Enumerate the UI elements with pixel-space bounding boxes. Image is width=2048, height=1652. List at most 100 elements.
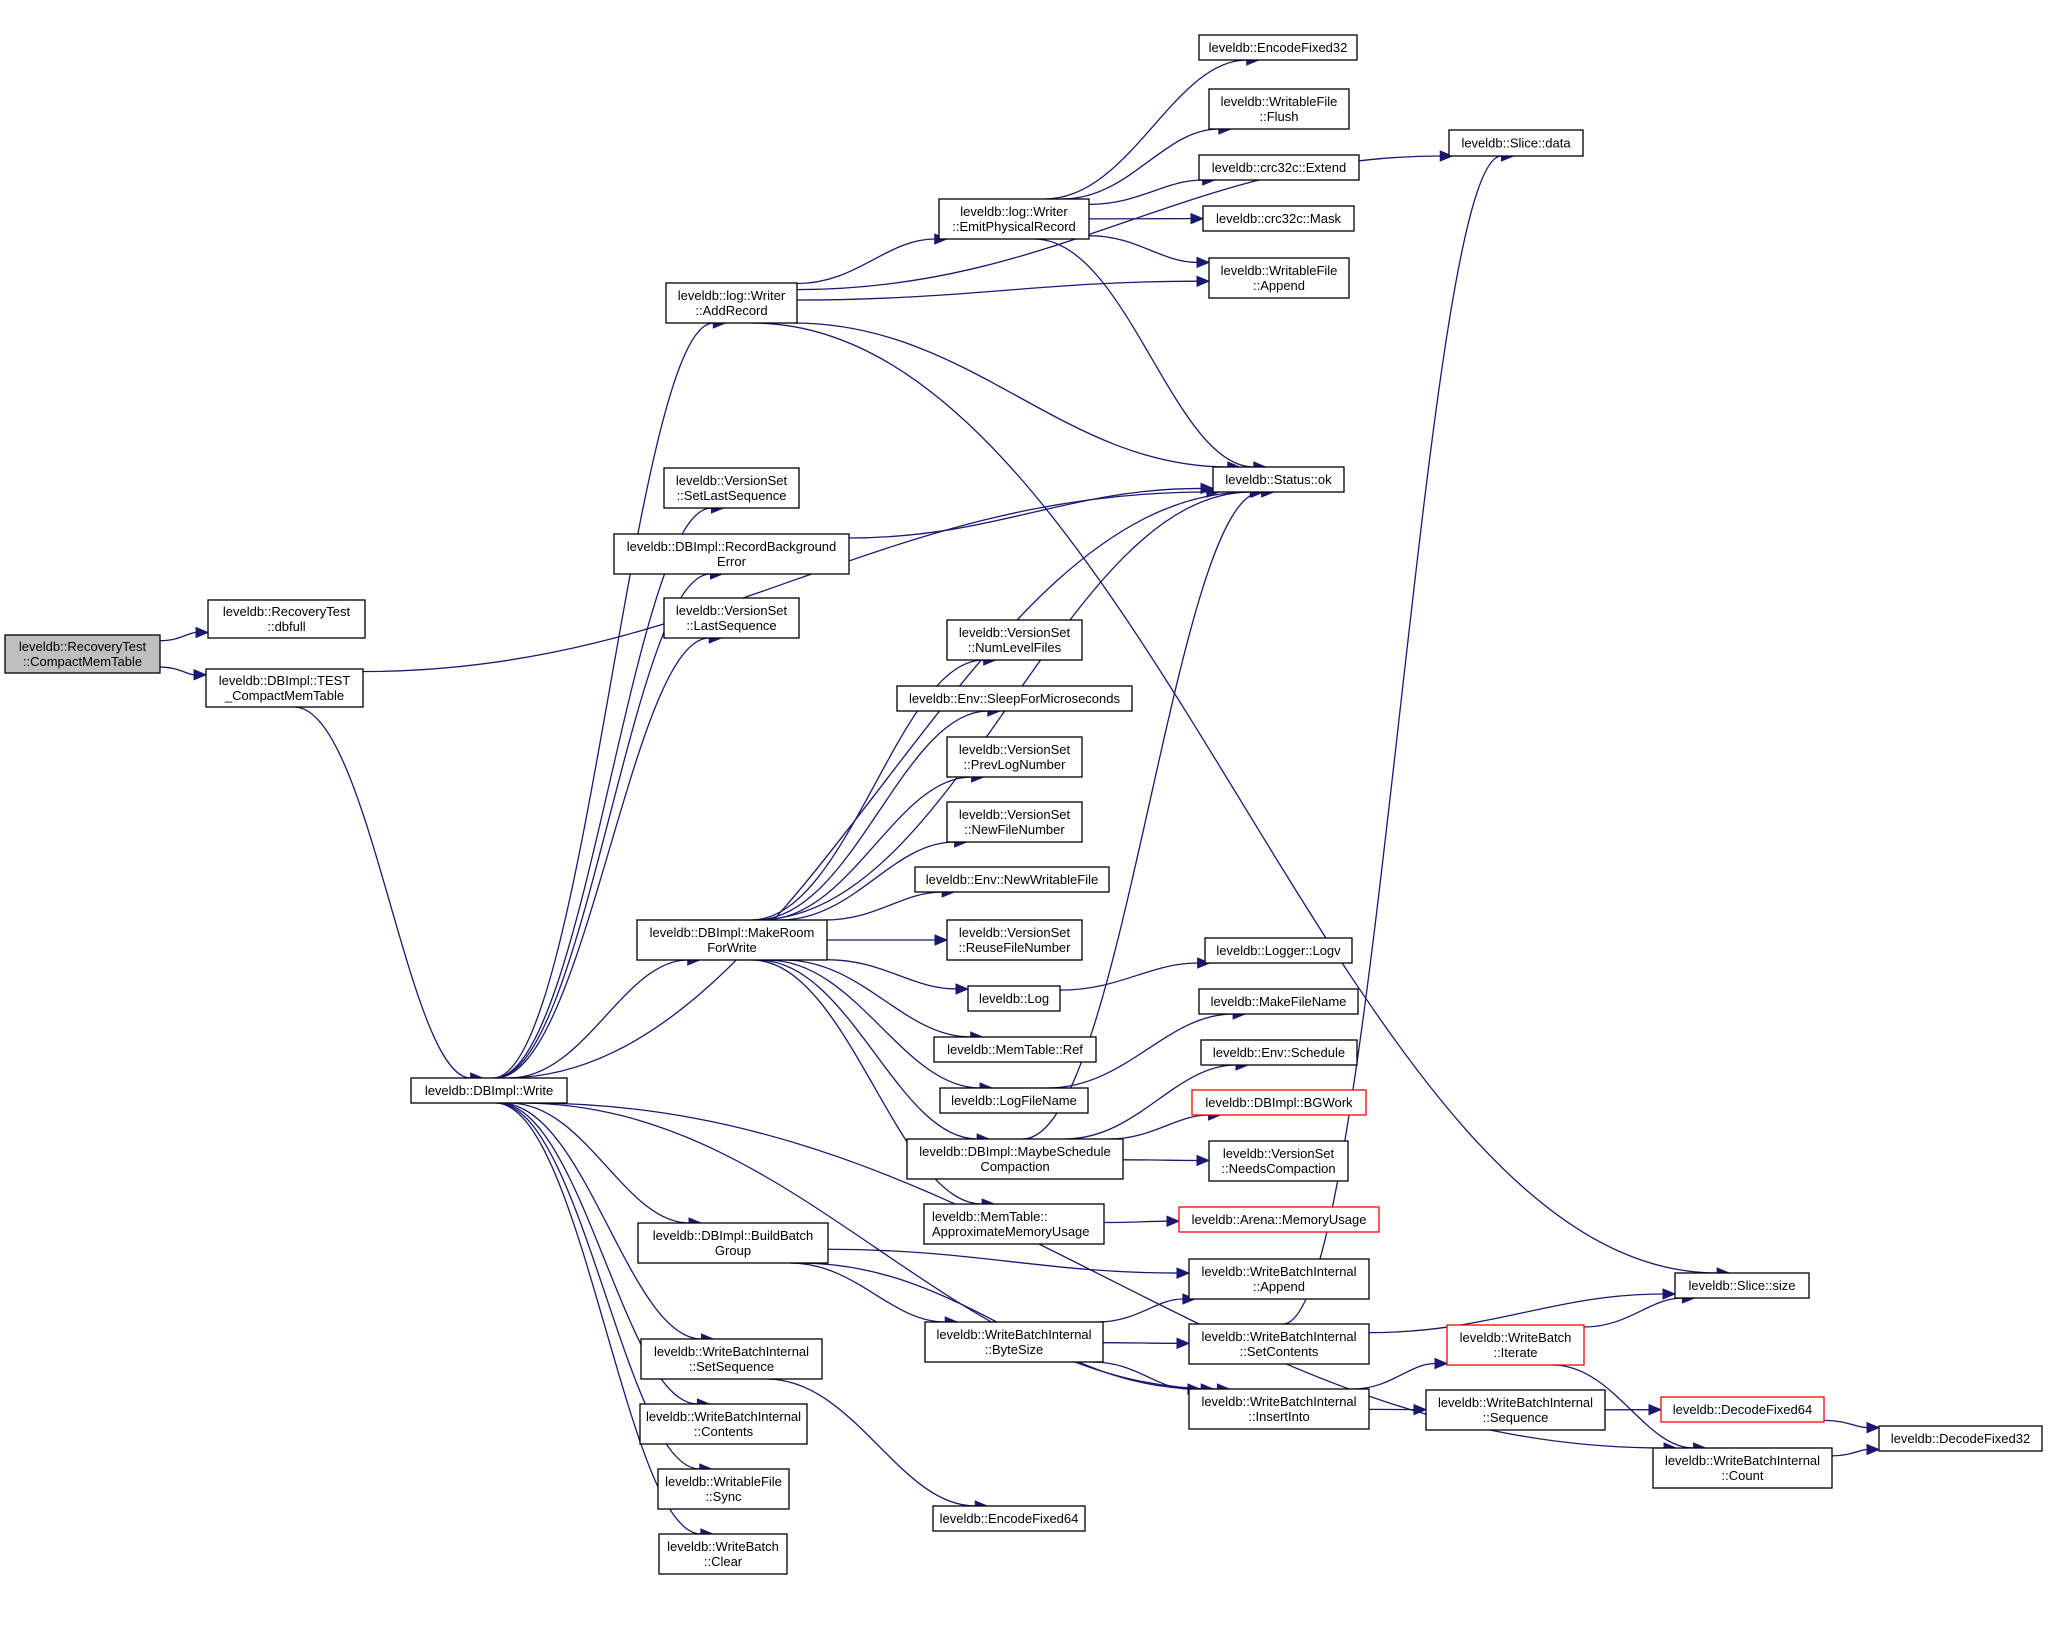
node-encode64[interactable]: leveldb::EncodeFixed64 bbox=[932, 1505, 1086, 1532]
node-box bbox=[946, 919, 1083, 961]
node-contents[interactable]: leveldb::WriteBatchInternal::Contents bbox=[639, 1403, 808, 1445]
node-log[interactable]: leveldb::Log bbox=[967, 985, 1061, 1012]
edge-line bbox=[1098, 1298, 1183, 1323]
node-addrecord[interactable]: leveldb::log::Writer::AddRecord bbox=[665, 282, 798, 324]
node-decode32[interactable]: leveldb::DecodeFixed32 bbox=[1878, 1425, 2043, 1452]
node-label: leveldb::WritableFile bbox=[1221, 94, 1338, 109]
node-label: ::LastSequence bbox=[686, 618, 776, 633]
node-label: ::EmitPhysicalRecord bbox=[952, 219, 1076, 234]
node-emitphys[interactable]: leveldb::log::Writer::EmitPhysicalRecord bbox=[938, 198, 1090, 240]
node-test_compact[interactable]: leveldb::DBImpl::TEST_CompactMemTable bbox=[205, 668, 364, 708]
edge-recordbg-to-statusok bbox=[848, 482, 1215, 539]
node-box bbox=[1674, 1272, 1810, 1299]
node-setsequence[interactable]: leveldb::WriteBatchInternal::SetSequence bbox=[640, 1338, 823, 1380]
node-iterate[interactable]: leveldb::WriteBatch::Iterate bbox=[1446, 1324, 1585, 1366]
node-statusok[interactable]: leveldb::Status::ok bbox=[1212, 466, 1345, 493]
edge-line bbox=[762, 776, 972, 921]
edge-addrecord-to-slicesize bbox=[752, 322, 1731, 1279]
node-label: leveldb::MakeFileName bbox=[1211, 994, 1347, 1009]
node-schedule[interactable]: leveldb::Env::Schedule bbox=[1200, 1039, 1358, 1066]
node-box bbox=[923, 1203, 1105, 1245]
node-label: leveldb::WritableFile bbox=[665, 1474, 782, 1489]
node-numlevel[interactable]: leveldb::VersionSet::NumLevelFiles bbox=[946, 619, 1083, 661]
node-sync[interactable]: leveldb::WritableFile::Sync bbox=[657, 1468, 790, 1510]
node-wbappend[interactable]: leveldb::WriteBatchInternal::Append bbox=[1188, 1258, 1370, 1300]
node-box bbox=[1188, 1388, 1370, 1430]
node-newwritable[interactable]: leveldb::Env::NewWritableFile bbox=[914, 866, 1110, 893]
node-label: ::NeedsCompaction bbox=[1221, 1161, 1335, 1176]
node-root: leveldb::RecoveryTest::CompactMemTable bbox=[4, 634, 161, 674]
node-label: leveldb::DBImpl::BuildBatch bbox=[653, 1228, 813, 1243]
edge-write-to-setlastseq bbox=[494, 502, 725, 1079]
node-makefilename[interactable]: leveldb::MakeFileName bbox=[1198, 988, 1359, 1015]
node-count[interactable]: leveldb::WriteBatchInternal::Count bbox=[1652, 1447, 1833, 1489]
edge-root-to-dbfull bbox=[159, 626, 210, 642]
node-memref[interactable]: leveldb::MemTable::Ref bbox=[933, 1036, 1097, 1063]
node-label: leveldb::MemTable::Ref bbox=[947, 1042, 1083, 1057]
node-setcontents[interactable]: leveldb::WriteBatchInternal::SetContents bbox=[1188, 1323, 1370, 1365]
node-label: leveldb::log::Writer bbox=[960, 204, 1068, 219]
arrowhead-icon bbox=[1866, 1421, 1881, 1434]
node-prevlog[interactable]: leveldb::VersionSet::PrevLogNumber bbox=[946, 736, 1083, 778]
node-label: leveldb::DecodeFixed32 bbox=[1891, 1431, 2030, 1446]
node-sequence[interactable]: leveldb::WriteBatchInternal::Sequence bbox=[1425, 1389, 1606, 1431]
node-newfile[interactable]: leveldb::VersionSet::NewFileNumber bbox=[946, 801, 1083, 843]
node-approxmem[interactable]: leveldb::MemTable::ApproximateMemoryUsag… bbox=[923, 1203, 1105, 1245]
node-sleep[interactable]: leveldb::Env::SleepForMicroseconds bbox=[896, 685, 1133, 712]
edge-buildbatch-to-bytesize bbox=[789, 1262, 959, 1328]
edge-line bbox=[500, 1102, 702, 1340]
node-needscompact[interactable]: leveldb::VersionSet::NeedsCompaction bbox=[1208, 1140, 1349, 1182]
node-dbfull[interactable]: leveldb::RecoveryTest::dbfull bbox=[207, 599, 366, 639]
node-extend[interactable]: leveldb::crc32c::Extend bbox=[1198, 154, 1360, 181]
edge-makeroom-to-prevlog bbox=[762, 771, 985, 921]
arrowhead-icon bbox=[193, 669, 208, 681]
node-label: leveldb::Env::NewWritableFile bbox=[926, 872, 1098, 887]
node-encode32[interactable]: leveldb::EncodeFixed32 bbox=[1198, 34, 1358, 61]
node-box bbox=[663, 597, 800, 639]
node-box bbox=[205, 668, 364, 708]
node-logfilename[interactable]: leveldb::LogFileName bbox=[939, 1087, 1089, 1114]
arrowhead-icon bbox=[1196, 1154, 1211, 1167]
node-arenamem[interactable]: leveldb::Arena::MemoryUsage bbox=[1178, 1206, 1380, 1233]
node-bytesize[interactable]: leveldb::WriteBatchInternal::ByteSize bbox=[924, 1321, 1104, 1363]
node-label: leveldb::RecoveryTest bbox=[223, 604, 351, 619]
node-box bbox=[4, 634, 161, 674]
node-bgwork[interactable]: leveldb::DBImpl::BGWork bbox=[1191, 1089, 1367, 1116]
node-flush[interactable]: leveldb::WritableFile::Flush bbox=[1208, 88, 1350, 130]
edge-line bbox=[1368, 1293, 1664, 1334]
node-slicedata[interactable]: leveldb::Slice::data bbox=[1448, 129, 1584, 157]
edge-line bbox=[1122, 1159, 1198, 1162]
node-lastseq[interactable]: leveldb::VersionSet::LastSequence bbox=[663, 597, 800, 639]
edge-line bbox=[294, 706, 471, 1079]
node-box bbox=[1204, 937, 1353, 964]
node-insertinto[interactable]: leveldb::WriteBatchInternal::InsertInto bbox=[1188, 1388, 1370, 1430]
node-label: leveldb::VersionSet bbox=[959, 625, 1071, 640]
node-setlastseq[interactable]: leveldb::VersionSet::SetLastSequence bbox=[663, 467, 800, 509]
node-label: leveldb::Status::ok bbox=[1225, 472, 1332, 487]
node-append_file[interactable]: leveldb::WritableFile::Append bbox=[1208, 257, 1350, 299]
node-reusefile[interactable]: leveldb::VersionSet::ReuseFileNumber bbox=[946, 919, 1083, 961]
node-logv[interactable]: leveldb::Logger::Logv bbox=[1204, 937, 1353, 964]
edge-line bbox=[494, 507, 712, 1079]
node-box bbox=[946, 736, 1083, 778]
arrowhead-icon bbox=[934, 934, 949, 946]
edge-line bbox=[1583, 1297, 1683, 1328]
node-label: leveldb::RecoveryTest bbox=[19, 639, 147, 654]
node-box bbox=[637, 1222, 829, 1264]
node-clear[interactable]: leveldb::WriteBatch::Clear bbox=[658, 1533, 788, 1575]
node-slicesize[interactable]: leveldb::Slice::size bbox=[1674, 1272, 1810, 1299]
node-label: leveldb::VersionSet bbox=[1223, 1146, 1335, 1161]
node-box bbox=[1202, 205, 1355, 232]
edge-line bbox=[1823, 1419, 1868, 1429]
node-label: leveldb::crc32c::Mask bbox=[1216, 211, 1341, 226]
node-decode64[interactable]: leveldb::DecodeFixed64 bbox=[1660, 1396, 1825, 1423]
node-write[interactable]: leveldb::DBImpl::Write bbox=[410, 1077, 568, 1104]
node-mask[interactable]: leveldb::crc32c::Mask bbox=[1202, 205, 1355, 232]
node-label: leveldb::EncodeFixed32 bbox=[1209, 40, 1348, 55]
edge-line bbox=[495, 1102, 701, 1535]
edge-maybesched-to-needscompact bbox=[1122, 1154, 1211, 1167]
